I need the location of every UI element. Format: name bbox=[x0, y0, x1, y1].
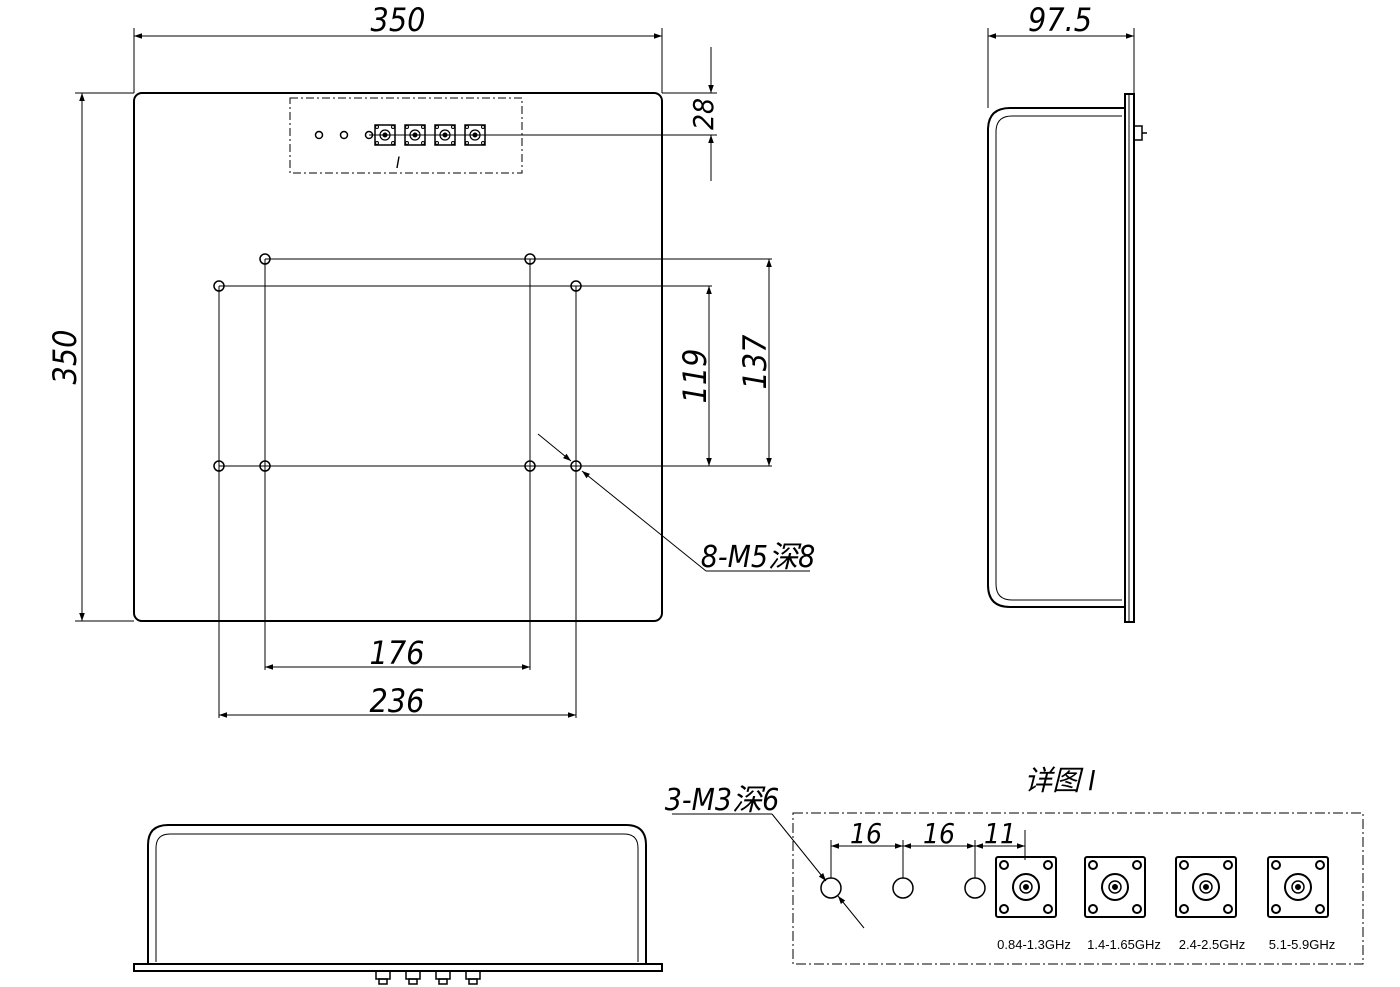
front-panel-outline bbox=[133, 92, 663, 622]
detail-view bbox=[672, 812, 1364, 965]
detail-connector-4 bbox=[1267, 856, 1329, 918]
hole-spacing-inner-x-label: 176 bbox=[370, 634, 425, 672]
detail-spacing-2-label: 16 bbox=[923, 817, 955, 850]
detail-marker-label: I bbox=[396, 153, 400, 172]
side-view bbox=[987, 28, 1147, 623]
detail-spacing-1-label: 16 bbox=[850, 817, 882, 850]
detail-region-box bbox=[289, 97, 523, 174]
detail-hole-callout: 3-M3深6 bbox=[665, 783, 780, 818]
band-label-2: 1.4-1.65GHz bbox=[1087, 937, 1161, 952]
side-depth-label: 97.5 bbox=[1028, 1, 1092, 39]
detail-box bbox=[792, 812, 1364, 965]
detail-m3-hole-1 bbox=[820, 877, 842, 899]
bottom-view bbox=[133, 824, 663, 985]
detail-spacing-3-label: 11 bbox=[984, 817, 1016, 850]
bottom-flange bbox=[133, 963, 663, 972]
mount-hole-2 bbox=[524, 253, 536, 265]
front-view bbox=[75, 28, 810, 718]
detail-connector-2 bbox=[1084, 856, 1146, 918]
detail-view-title: 详图 I bbox=[1024, 764, 1095, 797]
band-label-4: 5.1-5.9GHz bbox=[1269, 937, 1335, 952]
detail-m3-hole-3 bbox=[964, 877, 986, 899]
side-body-outline bbox=[987, 107, 1125, 608]
hole-spacing-outer-x-label: 236 bbox=[370, 682, 425, 720]
connector-offset-label: 28 bbox=[687, 98, 720, 130]
mount-hole-1 bbox=[259, 253, 271, 265]
front-height-label: 350 bbox=[46, 330, 84, 385]
mount-hole-6 bbox=[259, 460, 271, 472]
band-label-3: 2.4-2.5GHz bbox=[1179, 937, 1245, 952]
mount-hole-5 bbox=[213, 460, 225, 472]
mount-hole-7 bbox=[524, 460, 536, 472]
mount-hole-callout: 8-M5深8 bbox=[701, 540, 816, 575]
detail-connector-1 bbox=[995, 856, 1057, 918]
bottom-body-outline bbox=[147, 824, 647, 964]
front-m3-hole-1 bbox=[314, 130, 324, 140]
mount-hole-3 bbox=[213, 280, 225, 292]
hole-spacing-inner-y-label: 119 bbox=[676, 349, 714, 404]
side-connector-stub bbox=[1133, 125, 1143, 141]
detail-m3-hole-2 bbox=[892, 877, 914, 899]
band-label-1: 0.84-1.3GHz bbox=[997, 937, 1071, 952]
mount-hole-8 bbox=[570, 460, 582, 472]
hole-spacing-outer-y-label: 137 bbox=[736, 334, 774, 390]
detail-connector-3 bbox=[1175, 856, 1237, 918]
bottom-connectors bbox=[375, 970, 481, 985]
front-width-label: 350 bbox=[371, 1, 426, 39]
mount-hole-4 bbox=[570, 280, 582, 292]
front-m3-hole-2 bbox=[339, 130, 349, 140]
